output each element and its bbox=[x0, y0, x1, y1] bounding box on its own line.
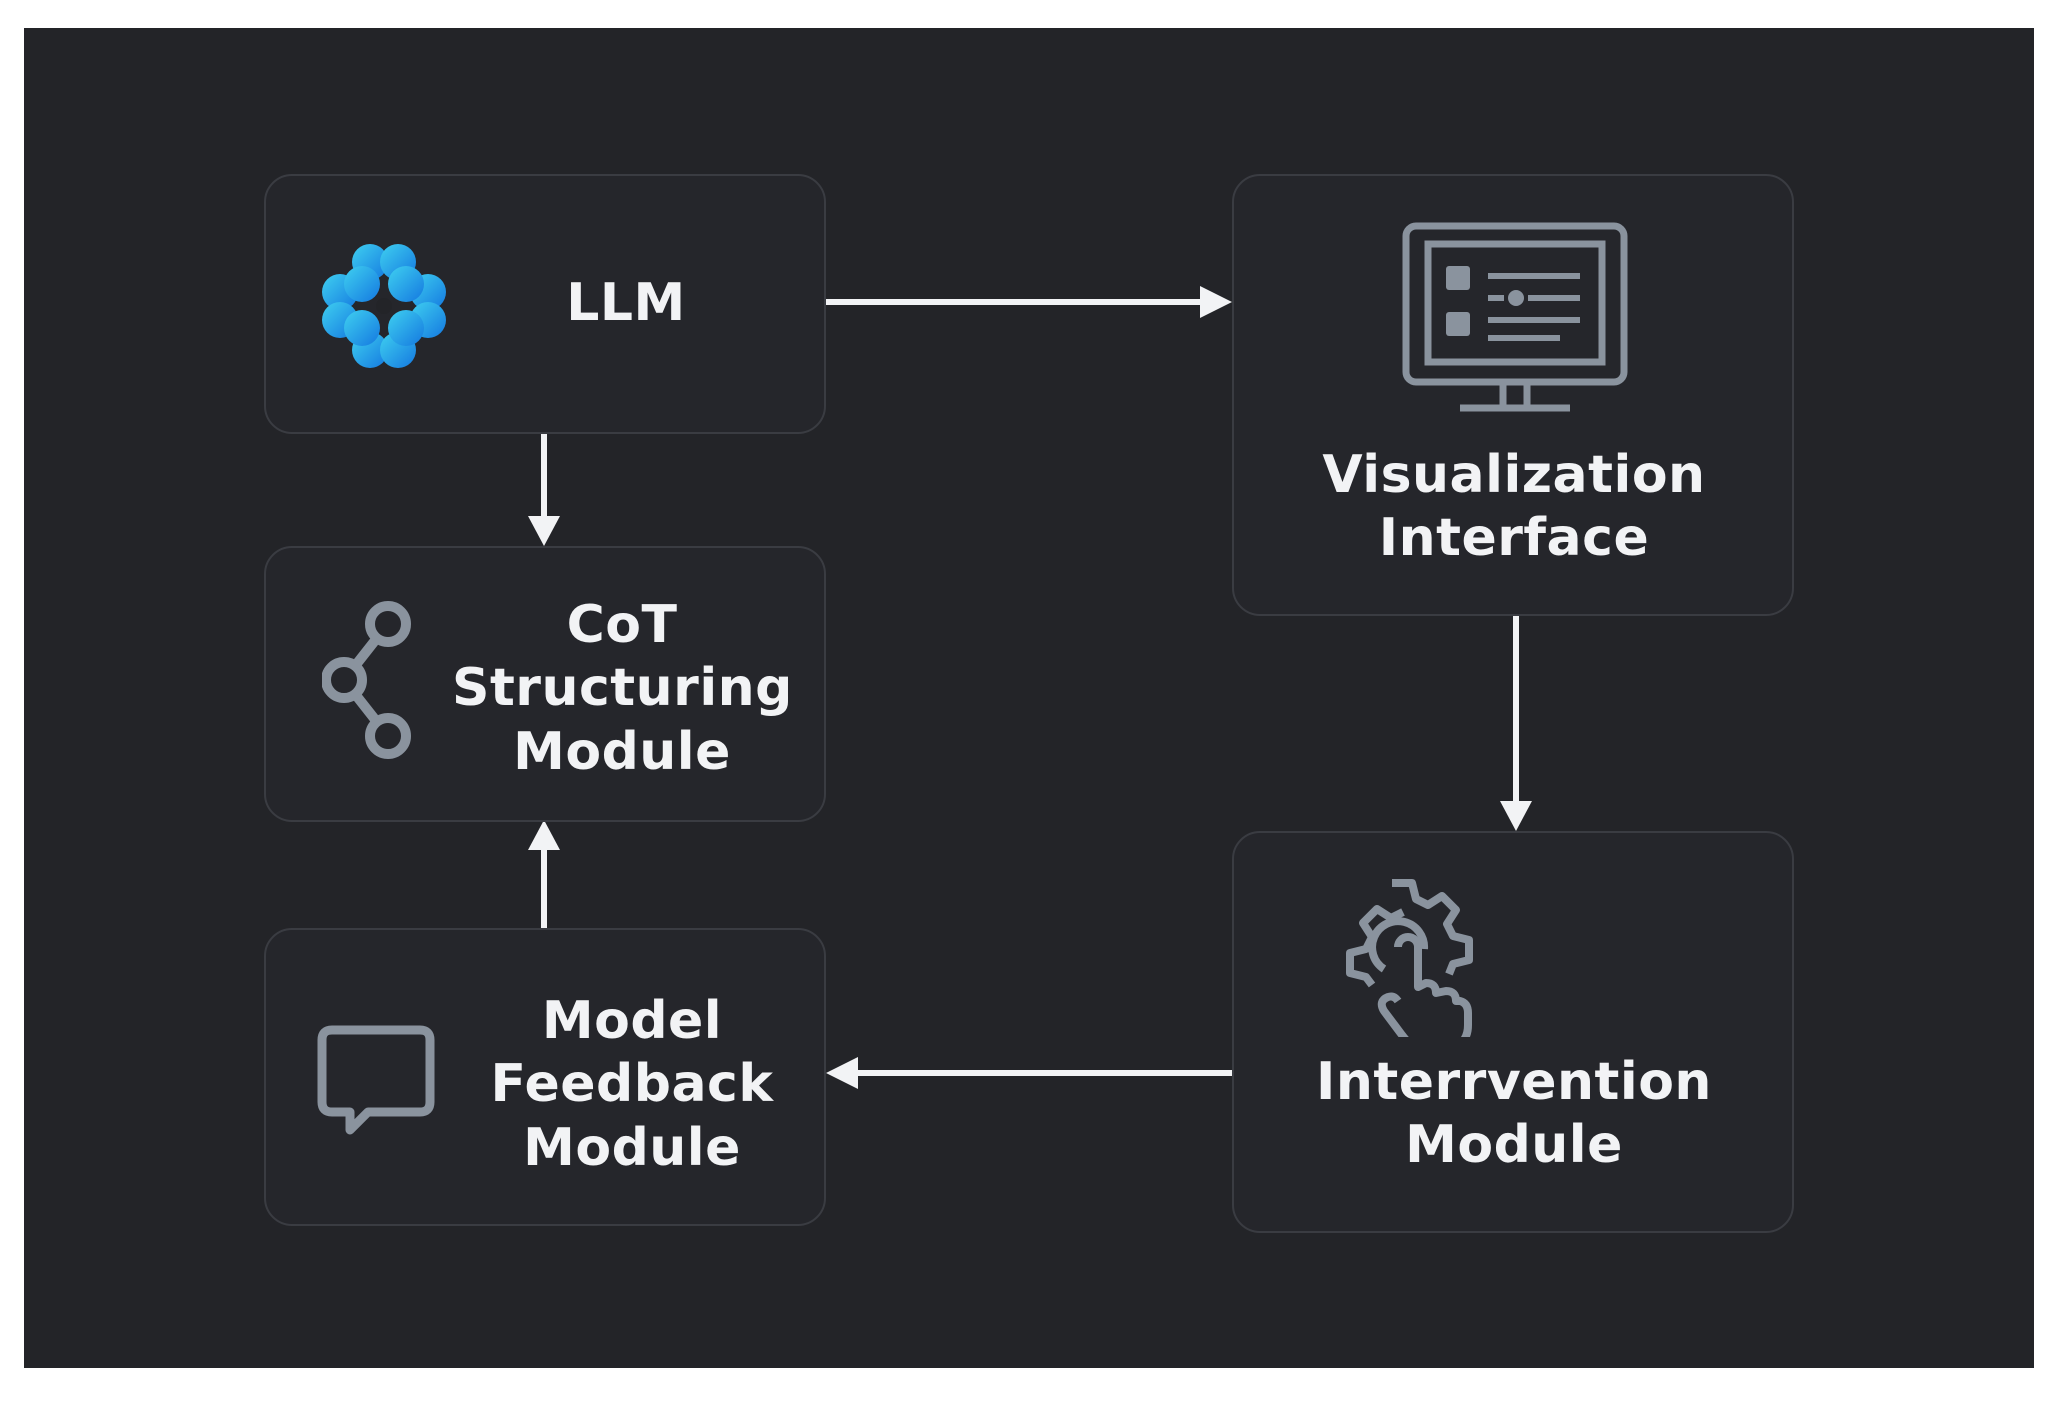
node-visualization-interface: Visualization Interface bbox=[1232, 174, 1794, 616]
node-visualization-interface-label: Visualization Interface bbox=[1322, 445, 1706, 569]
branch-nodes-icon bbox=[322, 601, 411, 759]
node-model-feedback: Model Feedback Module bbox=[264, 928, 826, 1226]
node-llm: LLM bbox=[264, 174, 826, 434]
node-intervention-module-label: Interrvention Module bbox=[1316, 1052, 1712, 1176]
node-llm-label: LLM bbox=[566, 273, 686, 333]
arrows-layer bbox=[528, 286, 1532, 1089]
arrow-llm-to-cot bbox=[528, 434, 560, 546]
node-cot-structuring: CoT Structuring Module bbox=[264, 546, 826, 822]
gear-hand-icon bbox=[1346, 879, 1473, 1037]
arrow-intervention-to-feedback bbox=[826, 1057, 1232, 1089]
monitor-dashboard-icon bbox=[1402, 222, 1628, 412]
flower-logo-icon bbox=[322, 244, 446, 368]
node-intervention-module: Interrvention Module bbox=[1232, 831, 1794, 1233]
arrow-visualization-to-intervention bbox=[1500, 616, 1532, 831]
node-cot-structuring-label: CoT Structuring Module bbox=[452, 595, 793, 782]
chat-bubble-icon bbox=[317, 1025, 435, 1135]
arrow-feedback-to-cot bbox=[528, 820, 560, 932]
node-model-feedback-label: Model Feedback Module bbox=[490, 991, 774, 1178]
arrow-llm-to-visualization bbox=[826, 286, 1232, 318]
diagram-canvas: LLM CoT Structuring Module Model Feedbac… bbox=[24, 28, 2034, 1368]
